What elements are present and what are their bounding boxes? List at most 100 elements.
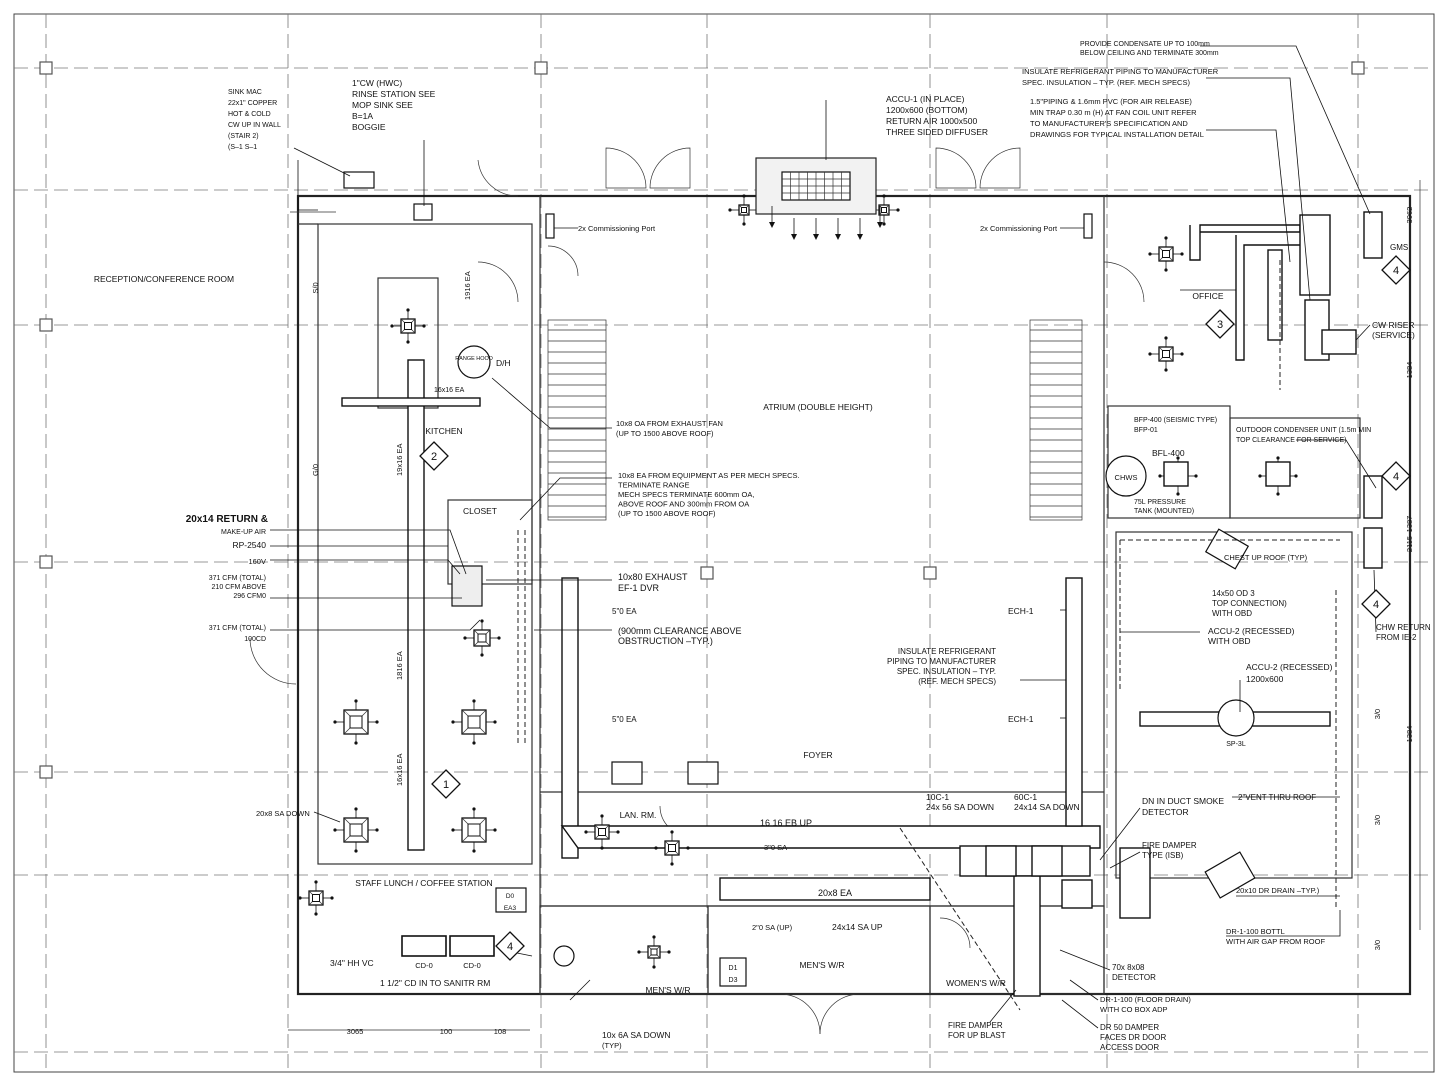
label-line: D1 [729, 965, 738, 972]
dimension-label: 3962 [1405, 207, 1414, 224]
annotation-label: 16x16 EA [395, 753, 404, 786]
label-line: (SERVICE) [1372, 330, 1415, 340]
label-line: FIRE DAMPER [948, 1021, 1003, 1030]
label-line: WITH OBD [1208, 636, 1251, 646]
annotation-label: RANGE HOOD [455, 356, 493, 362]
label-line: 2"0 SA (UP) [752, 923, 793, 932]
dimension-label: 108 [494, 1027, 507, 1036]
label-line: SPEC. INSULATION – TYP. (REF. MECH SPECS… [1022, 78, 1190, 87]
sp-symbol [1217, 699, 1255, 737]
annotation-label: CD-0 [415, 961, 433, 970]
label-line: RECEPTION/CONFERENCE ROOM [94, 274, 234, 284]
tag-diamond: 4 [495, 931, 525, 961]
label-line: 24x14 SA DOWN [1014, 802, 1080, 812]
label-line: STAFF LUNCH / COFFEE STATION [355, 878, 492, 888]
dimension-label: 3/0 [1373, 940, 1382, 950]
annotation-label: 20x10 DR DRAIN –TYP.) [1236, 886, 1320, 895]
label-line: MEN'S W/R [799, 960, 844, 970]
label-line: FIRE DAMPER [1142, 841, 1197, 850]
room-label-office: OFFICE [1192, 291, 1223, 301]
annotation-label: 20x14 RETURN & [186, 514, 268, 525]
tag-number: 4 [1393, 265, 1399, 277]
tag-number: 2 [431, 451, 437, 463]
diffuser-symbol [390, 308, 426, 344]
label-line: MOP SINK SEE [352, 100, 413, 110]
annotation-label: 20x8 SA DOWN [256, 809, 310, 818]
label-line: CHWS [1115, 473, 1138, 482]
label-line: D/H [496, 358, 511, 368]
annotation-label: (TYP) [602, 1041, 622, 1050]
label-line: RETURN AIR 1000x500 [886, 116, 977, 126]
label-line: 1"CW (HWC) [352, 78, 402, 88]
annotation-label: ACCU-2 (RECESSED)1200x600 [1246, 662, 1333, 684]
diffuser-symbol [333, 699, 379, 745]
office-piping [1189, 211, 1383, 569]
label-line: GMS [1390, 243, 1408, 252]
label-line: TO MANUFACTURER'S SPECIFICATION AND [1030, 119, 1188, 128]
annotation-label: 16 16 EB UP [760, 818, 812, 828]
label-line: HOT & COLD [228, 111, 271, 118]
room-label-lan: LAN. RM. [620, 810, 657, 820]
annotation-label: CHWS [1115, 473, 1138, 482]
annotation-label: CHEST UP ROOF (TYP) [1224, 553, 1308, 562]
diffuser-symbol [868, 194, 900, 226]
annotation-label: ECH-1 [1008, 714, 1034, 724]
doors [249, 147, 1145, 1035]
diffuser-symbol [451, 699, 497, 745]
dimension-label: G/0 [311, 464, 320, 476]
label-line: BFL-400 [1152, 448, 1185, 458]
diffuser-symbol [584, 814, 620, 850]
diffuser-symbol [1148, 236, 1184, 272]
label-line: DR 50 DAMPER [1100, 1023, 1159, 1032]
diffuser-symbol [1148, 336, 1184, 372]
label-line: TANK (MOUNTED) [1134, 508, 1194, 515]
label-line: THREE SIDED DIFFUSER [886, 127, 988, 137]
label-line: PIPING TO MANUFACTURER [887, 657, 996, 666]
label-line: 19x16 EA [395, 443, 404, 476]
label-line: BFP-400 (SEISMIC TYPE) [1134, 417, 1217, 424]
annotation-label: 16x16 EA [434, 387, 465, 394]
room-label-kitchen: KITCHEN [425, 426, 462, 436]
annotation-label: 2"VENT THRU ROOF [1238, 793, 1316, 802]
room-label-closet: CLOSET [463, 506, 497, 516]
dimension-label: 1384 [1405, 362, 1414, 379]
label-line: FACES DR DOOR [1100, 1033, 1166, 1042]
label-line: FOYER [803, 750, 832, 760]
diffuser-symbol [333, 807, 379, 853]
annotation-label: 160V [248, 557, 266, 566]
label-line: MAKE-UP AIR [221, 529, 266, 536]
label-line: CW UP IN WALL [228, 122, 281, 129]
label-line: 24x14 SA UP [832, 922, 883, 932]
label-line: DETECTOR [1142, 807, 1189, 817]
labels: RECEPTION/CONFERENCE ROOMKITCHENCLOSETAT… [94, 41, 1431, 1052]
label-line: OUTDOOR CONDENSER UNIT (1.5m MIN [1236, 427, 1371, 434]
grid-markers [39, 61, 1365, 779]
label-line: CD-0 [463, 961, 481, 970]
annotation-label: 1.5"PIPING & 1.6mm PVC (FOR AIR RELEASE)… [1030, 97, 1204, 139]
label-line: ECH-1 [1008, 714, 1034, 724]
label-line: WOMEN'S W/R [946, 978, 1006, 988]
label-line: 2x Commissioning Port [980, 224, 1058, 233]
label-line: 371 CFM (TOTAL) [209, 575, 266, 582]
label-line: ACCU-1 (IN PLACE) [886, 94, 965, 104]
label-line: DN IN DUCT SMOKE [1142, 796, 1224, 806]
dimension-label: 3065 [347, 1027, 364, 1036]
room-label-mens: MEN'S W/R [799, 960, 844, 970]
label-line: 10x8 EA FROM EQUIPMENT AS PER MECH SPECS… [618, 471, 800, 480]
label-line: (UP TO 1500 ABOVE ROOF) [616, 429, 714, 438]
label-line: RP-2540 [232, 540, 266, 550]
tag-diamond: 4 [1381, 255, 1411, 285]
label-line: 2"VENT THRU ROOF [1238, 793, 1316, 802]
label-line: (STAIR 2) [228, 133, 259, 140]
